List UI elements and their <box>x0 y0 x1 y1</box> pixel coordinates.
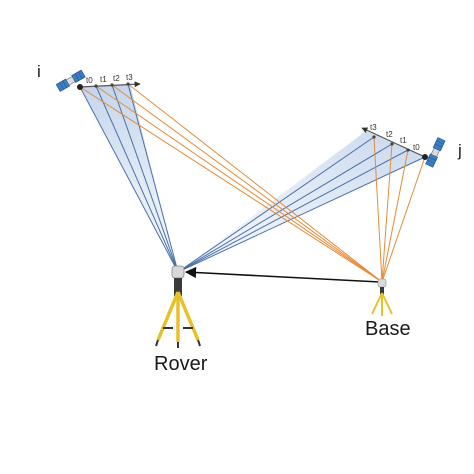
satellite-icon <box>425 137 446 168</box>
rays-i-base <box>79 83 383 283</box>
epoch-labels-i: t0 t1 t2 t3 <box>86 73 133 85</box>
epoch-i-3: t3 <box>126 73 133 82</box>
epoch-i-1: t1 <box>100 75 107 84</box>
epoch-i-2: t2 <box>113 74 120 83</box>
rays-i-rover <box>79 83 179 273</box>
epoch-i-0: t0 <box>86 76 93 85</box>
tripod-icon <box>155 265 201 348</box>
rays-j-base <box>373 136 426 283</box>
epoch-j-0: t0 <box>413 143 420 152</box>
epoch-j-1: t1 <box>400 136 407 145</box>
rover-label: Rover <box>154 353 208 375</box>
satellite-icon <box>55 69 86 92</box>
fan-j-to-rover <box>178 131 425 272</box>
epoch-labels-j: t3 t2 t1 t0 <box>370 123 420 152</box>
epoch-j-3: t3 <box>370 123 377 132</box>
satellite-j-label: j <box>457 141 462 160</box>
satellite-i-label: i <box>37 62 41 81</box>
orbit-j <box>361 127 428 160</box>
base-label: Base <box>365 318 411 340</box>
epoch-j-2: t2 <box>386 130 393 139</box>
orbit-i <box>77 81 141 90</box>
baseline-arrow <box>184 266 381 283</box>
receiver-icon <box>371 278 393 316</box>
